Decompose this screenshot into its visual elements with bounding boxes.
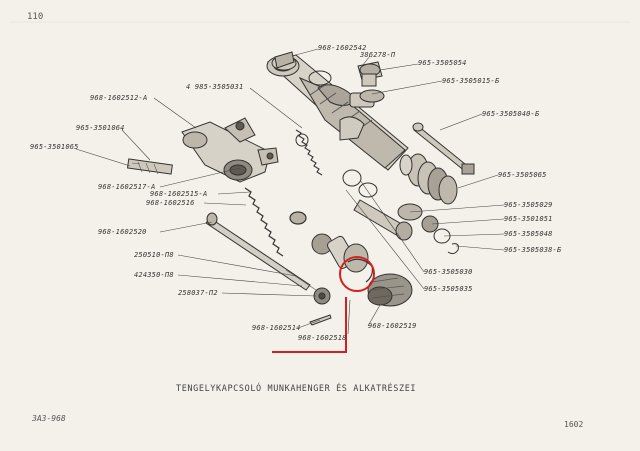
push-rod [205,212,317,291]
part-label: 424350-П8 [134,271,174,279]
highlight-annotation [272,256,375,353]
part-label: 968-1602516 [146,199,195,207]
part-label: 968-1602519 [368,322,417,330]
rod-pack [353,199,413,241]
part-label: 968-1602542 [318,44,367,52]
part-label: 968-1602517-А [98,183,156,191]
part-label: 965-3505038-Б [504,246,562,254]
part-label: 968-1602512-А [90,94,148,102]
footer-right: 1602 [564,420,584,429]
part-label: 965-3501064 [76,124,125,132]
part-label: 965-3505015-Б [442,77,500,85]
part-label: 965-3501051 [504,215,553,223]
footer-left: ЗАЗ-968 [32,414,66,423]
part-label: 965-3501065 [30,143,79,151]
return-spring [244,187,307,257]
stud-bolt [126,158,173,175]
top-fittings [271,51,385,103]
cotter-pin [309,314,332,326]
part-label: 965-3505065 [498,171,547,179]
bracket [181,117,279,183]
part-label: 968-1602520 [98,228,147,236]
page-number-top: 110 [27,12,44,22]
part-label: 965-3505030 [424,268,473,276]
part-label: 965-3505048 [504,230,553,238]
seal-stack [399,153,458,205]
figure-caption: TENGELYKAPCSOLÓ MUNKAHENGER ÉS ALKATRÉSZ… [176,384,417,394]
part-label: 968-1602518 [298,334,347,342]
cylinder-body [266,54,409,171]
part-label: 4 985-3505031 [186,83,244,91]
part-label: 965-3505040-Б [482,110,540,118]
piston-group [311,233,369,305]
part-label: 386278-П [360,51,396,59]
part-label: 965-3505029 [504,201,553,209]
part-label: 258037-П2 [178,289,218,297]
spring-upper [295,129,323,176]
part-label: 250510-П8 [134,251,174,259]
part-label: 968-1602514 [252,324,301,332]
part-label: 968-1602515-А [150,190,208,198]
part-label: 965-3505035 [424,285,473,293]
bleed-bolt [412,122,475,175]
rubber-boot [367,273,413,307]
part-label: 965-3505054 [418,59,467,67]
leader-lines [75,48,505,335]
